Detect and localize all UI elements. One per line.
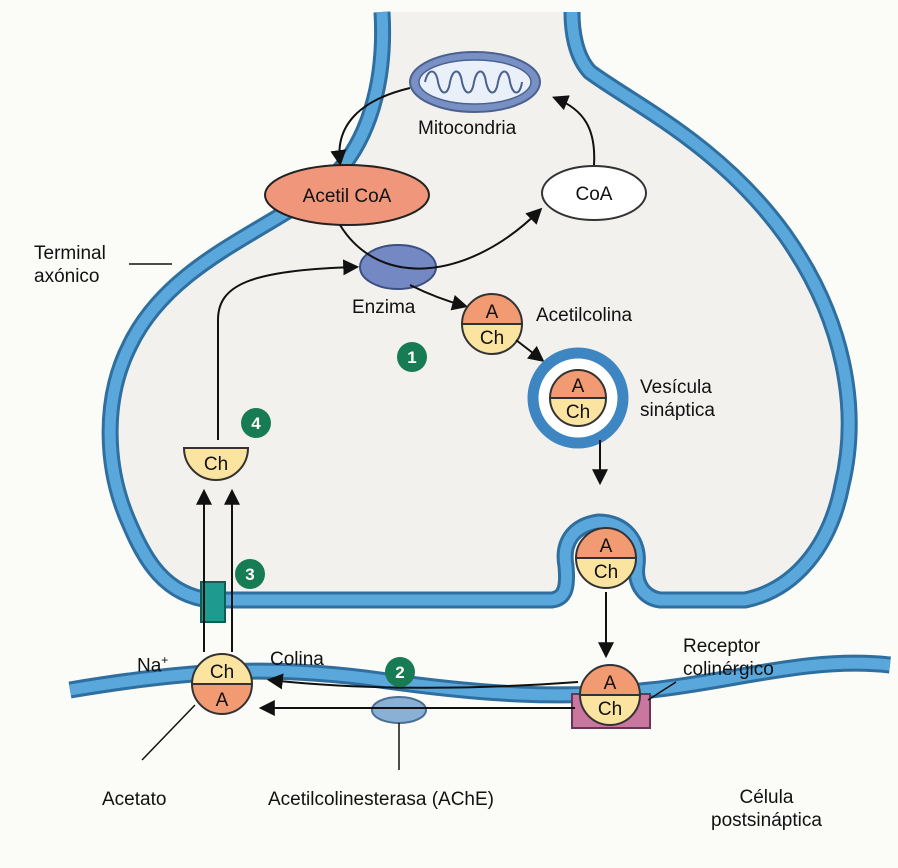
svg-text:A: A xyxy=(486,302,499,323)
step-badge-4: 4 xyxy=(241,408,271,438)
sodium-symbol: Na xyxy=(137,655,162,677)
ache-label: Acetilcolinesterasa (AChE) xyxy=(268,789,494,810)
receptor-pointer-line xyxy=(647,681,677,701)
step-badge-2: 2 xyxy=(385,657,415,687)
acetyl-coa-node xyxy=(264,164,430,226)
mitocondria-label: Mitocondria xyxy=(418,118,517,139)
sodium-charge: + xyxy=(161,653,169,667)
choline-to-enzyme-arrow xyxy=(217,259,360,440)
coa-label: CoA xyxy=(576,184,613,205)
svg-text:A: A xyxy=(600,536,613,557)
svg-text:Ch: Ch xyxy=(566,402,590,423)
svg-text:1: 1 xyxy=(407,348,416,367)
terminal-axonico-label: Terminal axónico xyxy=(34,243,106,287)
sodium-label: Na+ xyxy=(137,649,168,677)
choline-acetate-molecule: Ch A xyxy=(190,653,254,715)
recaptured-choline-label: Ch xyxy=(204,454,228,475)
acetato-label: Acetato xyxy=(102,789,167,810)
step-badge-3: 3 xyxy=(235,559,265,589)
enzima-label: Enzima xyxy=(352,297,416,318)
svg-text:Ch: Ch xyxy=(210,662,234,683)
svg-text:A: A xyxy=(604,673,617,694)
receptor-to-choline-arrow xyxy=(266,673,579,690)
svg-text:Ch: Ch xyxy=(594,562,618,583)
vesicle-acetylcholine-molecule: A Ch xyxy=(548,369,608,427)
vesicula-sinaptica-label: Vesícula sináptica xyxy=(640,377,715,421)
celula-postsinaptica-label: Célula postsináptica xyxy=(711,787,822,831)
receptor-colinergico-label: Receptor colinérgico xyxy=(683,636,774,680)
recaptured-choline-molecule xyxy=(182,447,250,481)
acetate-pointer-line xyxy=(141,704,196,761)
coa-to-mitochondria-arrow xyxy=(552,95,596,166)
svg-text:Ch: Ch xyxy=(480,328,504,349)
svg-text:3: 3 xyxy=(245,565,254,584)
coa-node xyxy=(541,165,647,221)
svg-text:Ch: Ch xyxy=(598,699,622,720)
acetylcholine-to-vesicle-arrow xyxy=(515,339,545,362)
ache-enzyme-icon xyxy=(371,696,427,724)
mitochondria-to-acetyl-coa-arrow xyxy=(330,87,411,167)
step-badge-1: 1 xyxy=(397,342,427,372)
svg-text:A: A xyxy=(572,376,585,397)
acetilcolina-label: Acetilcolina xyxy=(536,305,633,326)
svg-text:A: A xyxy=(216,690,229,711)
enzyme-to-coa-arrow xyxy=(339,207,543,270)
svg-text:4: 4 xyxy=(251,414,261,433)
bound-acetylcholine-molecule: A Ch xyxy=(578,664,642,726)
enzyme-to-acetylcholine-arrow xyxy=(409,284,469,311)
mitochondrion-icon xyxy=(409,51,541,113)
colina-label: Colina xyxy=(270,649,324,670)
acetyl-coa-label: Acetil CoA xyxy=(303,186,392,207)
acetylcholine-molecule: A Ch xyxy=(460,293,524,355)
released-acetylcholine-molecule: A Ch xyxy=(574,527,638,589)
svg-text:2: 2 xyxy=(395,663,404,682)
